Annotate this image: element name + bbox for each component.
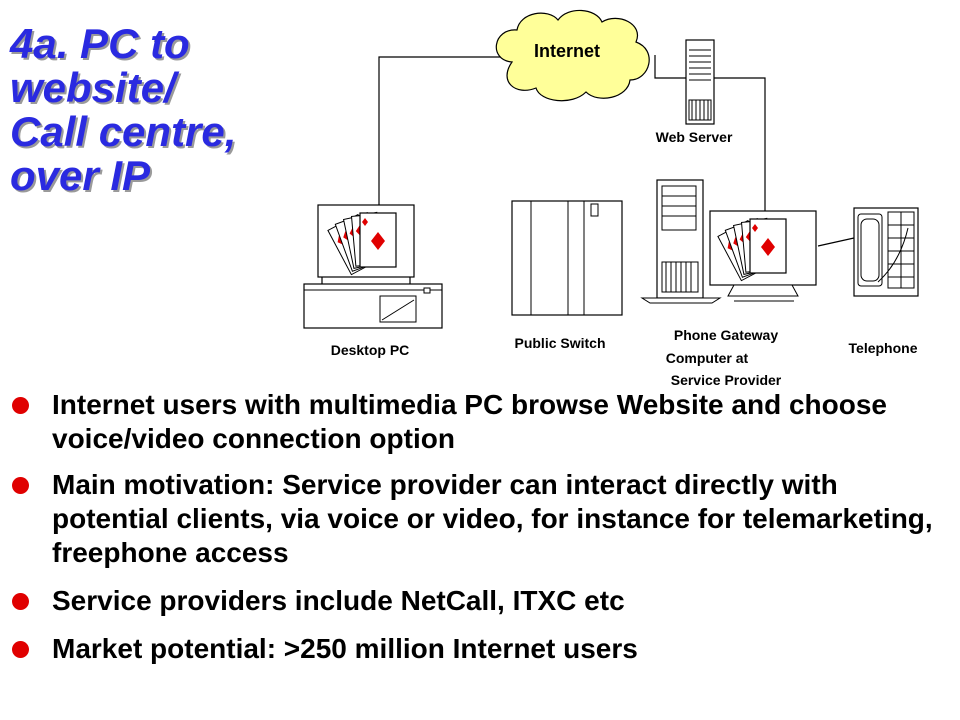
bullet-text: Main motivation: Service provider can in…: [52, 469, 933, 568]
title-line: website/: [10, 64, 176, 111]
bullet-dot-icon: [12, 397, 29, 414]
link-pc-internet: [378, 56, 505, 205]
phone-gateway-label: Computer at: [666, 350, 749, 366]
web-server-icon: [685, 39, 715, 125]
phone-gateway-label: Service Provider: [671, 372, 782, 388]
title-line: over IP: [10, 152, 151, 199]
desktop-pc-label: Desktop PC: [331, 342, 410, 358]
public-switch-label: Public Switch: [514, 335, 605, 351]
bullet-list: Internet users with multimedia PC browse…: [12, 388, 952, 666]
phone-gateway-label: Phone Gateway: [674, 327, 778, 343]
network-diagram: Internet Web Server Desktop PC Pub: [303, 9, 919, 388]
title-line: Call centre,: [10, 108, 237, 155]
telephone-icon: [853, 207, 919, 297]
public-switch-icon: [511, 200, 623, 316]
bullet-dot-icon: [12, 641, 29, 658]
bullet-item: Market potential: >250 million Internet …: [12, 632, 952, 666]
title-line: 4a. PC to: [10, 20, 190, 67]
bullet-item: Main motivation: Service provider can in…: [12, 468, 952, 570]
bullet-item: Service providers include NetCall, ITXC …: [12, 584, 952, 618]
bullet-dot-icon: [12, 477, 29, 494]
bullet-dot-icon: [12, 593, 29, 610]
slide-title: 4a. PC to website/ Call centre, over IP: [10, 22, 310, 198]
bullet-text: Internet users with multimedia PC browse…: [52, 389, 887, 454]
bullet-item: Internet users with multimedia PC browse…: [12, 388, 952, 456]
phone-gateway-computer-icon: [640, 179, 817, 304]
bullet-text: Service providers include NetCall, ITXC …: [52, 585, 625, 616]
internet-label: Internet: [534, 41, 600, 61]
desktop-pc-icon: [303, 204, 443, 329]
web-server-label: Web Server: [656, 129, 733, 145]
telephone-label: Telephone: [849, 340, 918, 356]
internet-cloud-icon: [495, 9, 650, 102]
bullet-text: Market potential: >250 million Internet …: [52, 633, 638, 664]
link-gateway-telephone: [817, 237, 855, 247]
